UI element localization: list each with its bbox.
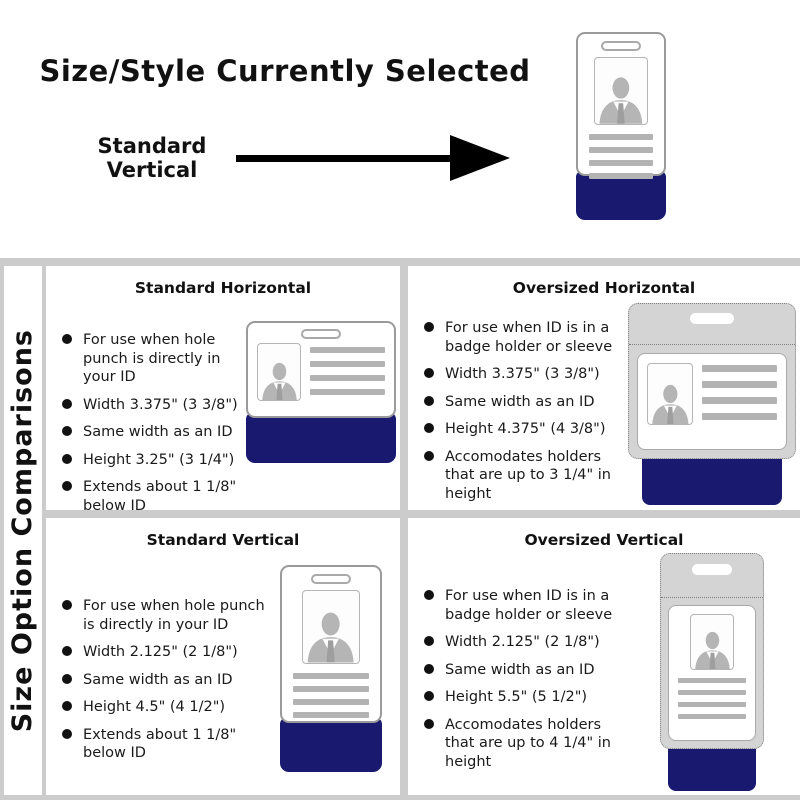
size-comparison-section: Size Option Comparisons Standard Horizon… — [0, 266, 800, 800]
person-silhouette-icon — [599, 77, 643, 124]
list-item: Height 4.375" (4 3/8") — [420, 420, 628, 439]
badge-slot-hole-icon — [690, 313, 734, 324]
list-item: Same width as an ID — [58, 423, 246, 442]
feature-list: For use when hole punch is directly in y… — [58, 331, 246, 510]
id-photo — [302, 590, 360, 664]
arrow-shaft — [236, 155, 454, 162]
badge-navy-extension — [246, 413, 396, 463]
list-item: Extends about 1 1/8" below ID — [58, 478, 246, 510]
selected-style-line2: Vertical — [106, 158, 198, 183]
badge-navy-extension — [642, 451, 782, 505]
list-item: For use when hole punch is directly in y… — [58, 331, 246, 387]
panel-title: Standard Horizontal — [134, 279, 312, 297]
panel-title: Standard Vertical — [146, 531, 300, 549]
person-silhouette-icon — [261, 362, 297, 400]
badge-slot-hole-icon — [301, 329, 341, 339]
divider — [400, 518, 408, 795]
list-item: Width 2.125" (2 1/8") — [58, 643, 266, 662]
badge-oversized-vertical — [660, 553, 764, 791]
currently-selected-section: Size/Style Currently Selected Standard V… — [0, 0, 800, 258]
right-arrow-icon — [236, 135, 510, 181]
selected-style-label: Standard Vertical — [72, 134, 232, 182]
list-item: Height 5.5" (5 1/2") — [420, 688, 628, 707]
panel-standard-vertical: Standard Vertical For use when hole punc… — [46, 518, 400, 795]
badge-slot-hole-icon — [601, 41, 641, 51]
id-card — [280, 565, 382, 723]
badge-holder — [660, 553, 764, 749]
list-item: Same width as an ID — [420, 661, 628, 680]
selected-badge-standard-vertical — [576, 32, 666, 220]
selected-style-line1: Standard — [97, 134, 207, 158]
id-photo — [647, 363, 693, 425]
divider — [46, 510, 800, 518]
list-item: Same width as an ID — [58, 671, 266, 690]
id-card — [246, 321, 396, 418]
panel-oversized-horizontal: Oversized Horizontal For use when ID is … — [408, 266, 800, 510]
badge-standard-horizontal — [246, 321, 396, 463]
section-divider — [0, 258, 800, 266]
badge-navy-extension — [280, 718, 382, 772]
list-item: Width 3.375" (3 3/8") — [420, 365, 628, 384]
list-item: Accomodates holders that are up to 4 1/4… — [420, 716, 628, 772]
list-item: For use when ID is in a badge holder or … — [420, 587, 628, 624]
id-text-lines — [282, 664, 380, 718]
divider — [41, 266, 46, 795]
id-photo — [257, 343, 301, 401]
id-text-lines — [702, 363, 777, 429]
comparison-section-title: Size Option Comparisons — [7, 328, 39, 733]
id-card — [576, 32, 666, 179]
list-item: Accomodates holders that are up to 3 1/4… — [420, 448, 628, 504]
comparison-grid: Standard Horizontal For use when hole pu… — [46, 266, 800, 795]
badge-oversized-horizontal — [628, 303, 796, 505]
sidebar: Size Option Comparisons — [0, 266, 42, 795]
badge-holder — [628, 303, 796, 459]
person-silhouette-icon — [651, 384, 689, 424]
feature-list: For use when hole punch is directly in y… — [58, 597, 266, 772]
panel-standard-horizontal: Standard Horizontal For use when hole pu… — [46, 266, 400, 510]
badge-slot-hole-icon — [311, 574, 351, 584]
id-text-lines — [669, 670, 755, 719]
id-card — [668, 605, 756, 741]
panel-title: Oversized Horizontal — [512, 279, 696, 297]
badge-slot-hole-icon — [692, 564, 732, 575]
panel-title: Oversized Vertical — [524, 531, 684, 549]
badge-navy-extension — [576, 171, 666, 220]
list-item: Height 4.5" (4 1/2") — [58, 698, 266, 717]
holder-top-strip — [629, 313, 795, 345]
list-item: Extends about 1 1/8" below ID — [58, 726, 266, 763]
id-card — [637, 353, 787, 450]
badge-navy-extension — [668, 741, 756, 791]
holder-top-strip — [661, 564, 763, 598]
feature-list: For use when ID is in a badge holder or … — [420, 587, 628, 780]
person-silhouette-icon — [308, 612, 354, 663]
person-silhouette-icon — [694, 631, 730, 669]
page-title: Size/Style Currently Selected — [39, 54, 531, 88]
arrow-head — [450, 135, 510, 181]
divider — [400, 266, 408, 510]
badge-standard-vertical — [280, 565, 382, 772]
panel-oversized-vertical: Oversized Vertical For use when ID is in… — [408, 518, 800, 795]
list-item: Same width as an ID — [420, 393, 628, 412]
list-item: Width 3.375" (3 3/8") — [58, 396, 246, 415]
id-text-lines — [578, 125, 664, 179]
id-text-lines — [310, 343, 385, 403]
id-photo — [594, 57, 648, 125]
list-item: For use when ID is in a badge holder or … — [420, 319, 628, 356]
list-item: For use when hole punch is directly in y… — [58, 597, 266, 634]
feature-list: For use when ID is in a badge holder or … — [420, 319, 628, 510]
list-item: Width 2.125" (2 1/8") — [420, 633, 628, 652]
id-photo — [690, 614, 734, 670]
list-item: Height 3.25" (3 1/4") — [58, 451, 246, 470]
